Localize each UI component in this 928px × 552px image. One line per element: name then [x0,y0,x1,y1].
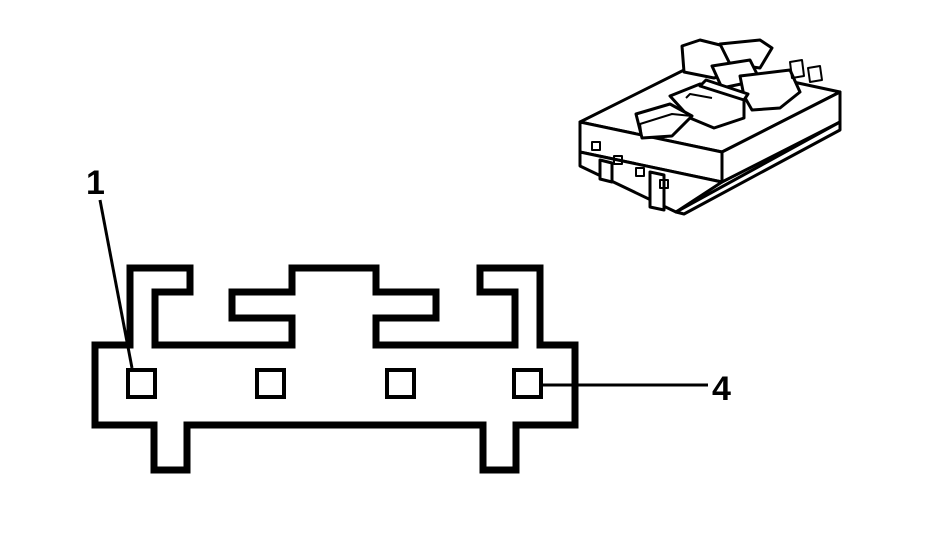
callout-pin-1: 1 [86,164,105,202]
connector-isometric-icon [578,38,842,216]
leader-line-1 [98,199,134,369]
terminal-cavity-3 [385,368,416,399]
terminal-cavity-4 [512,368,543,399]
terminal-cavity-2 [255,368,286,399]
connector-face-view [91,264,579,474]
callout-pin-4: 4 [712,370,731,408]
terminal-cavity-1 [126,368,157,399]
